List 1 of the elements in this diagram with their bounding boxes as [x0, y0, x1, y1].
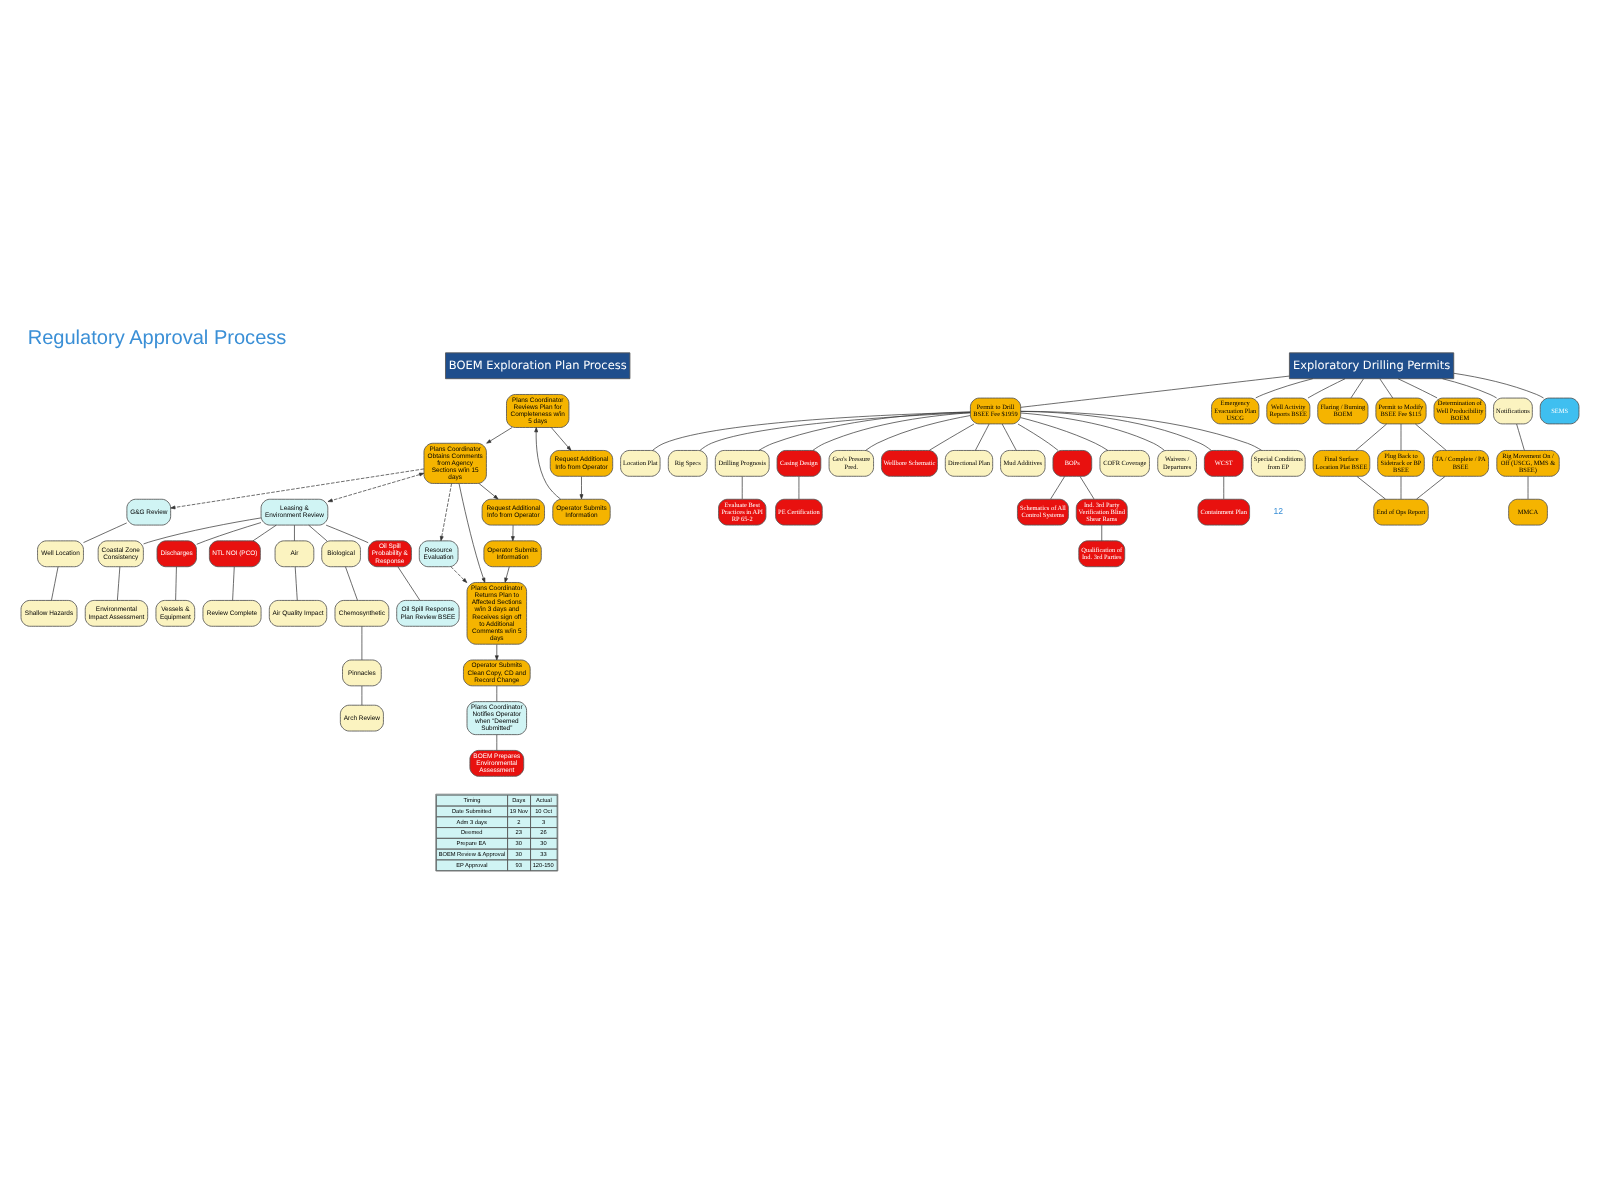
- diagram-title: Regulatory Approval Process: [27, 326, 287, 349]
